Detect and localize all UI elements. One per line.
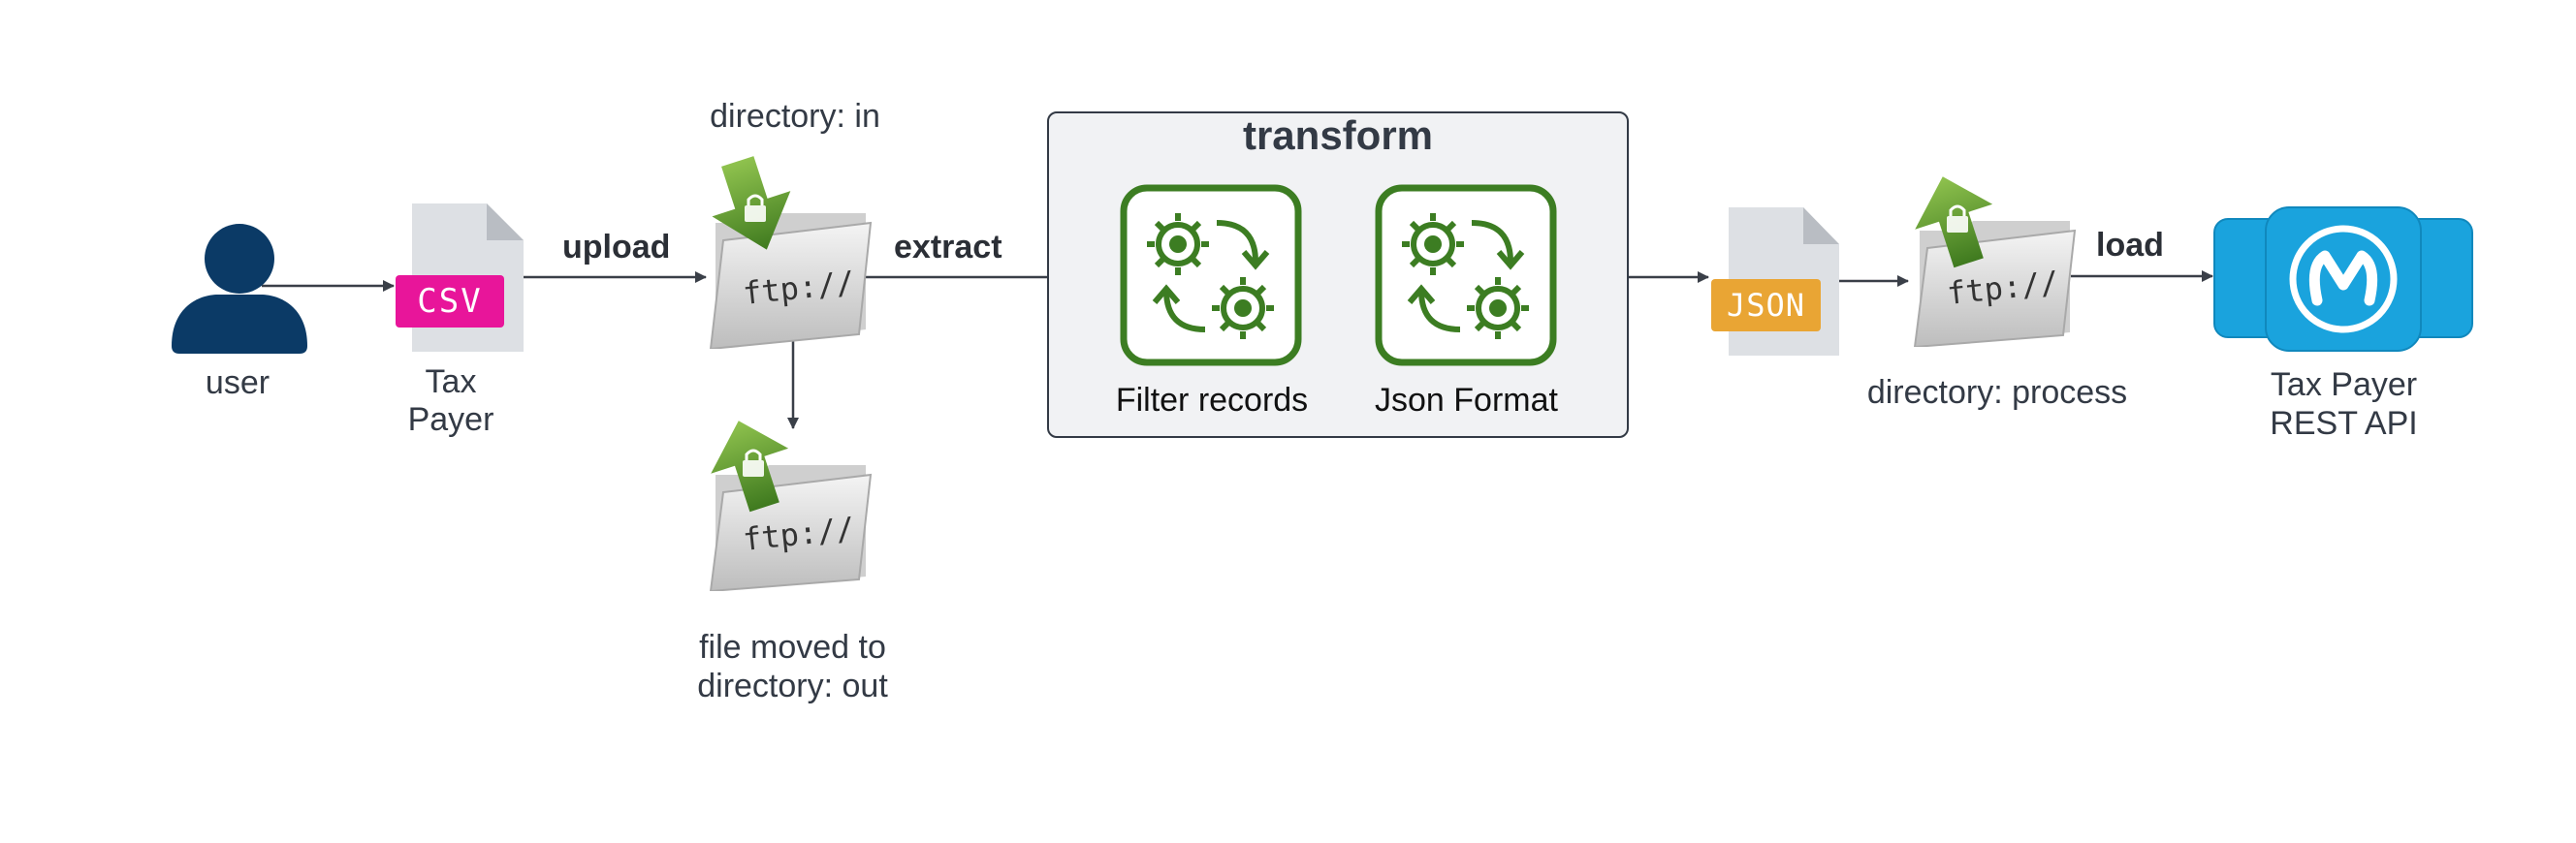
- ftp-folder-download-icon: ftp://: [706, 155, 875, 349]
- edge-label-extract: extract: [894, 229, 1002, 265]
- ftp-out-label-line1: file moved to: [699, 629, 886, 666]
- filter-records-label: Filter records: [1115, 382, 1309, 419]
- ftp-in-label: directory: in: [710, 98, 880, 135]
- user-label: user: [205, 364, 270, 401]
- edge-label-load: load: [2096, 227, 2164, 264]
- transform-title: transform: [1242, 112, 1434, 158]
- user-icon: [172, 224, 307, 354]
- ftp-folder-upload-icon: ftp://: [1910, 172, 2080, 347]
- mulesoft-api-icon: [2213, 206, 2473, 352]
- ftp-process-label: directory: process: [1866, 374, 2128, 411]
- json-badge: JSON: [1711, 279, 1821, 331]
- csv-label-line1: Tax: [425, 363, 477, 400]
- csv-badge: CSV: [396, 275, 504, 328]
- json-format-label: Json Format: [1375, 382, 1558, 419]
- api-label-line1: Tax Payer: [2270, 366, 2418, 403]
- csv-label-line2: Payer: [407, 401, 494, 438]
- edge-label-upload: upload: [562, 229, 671, 265]
- ftp-folder-upload-icon: ftp://: [706, 417, 875, 591]
- ftp-out-label-line2: directory: out: [697, 668, 888, 704]
- api-label-line2: REST API: [2270, 405, 2418, 442]
- gears-process-icon: [1375, 184, 1557, 366]
- gears-process-icon: [1120, 184, 1302, 366]
